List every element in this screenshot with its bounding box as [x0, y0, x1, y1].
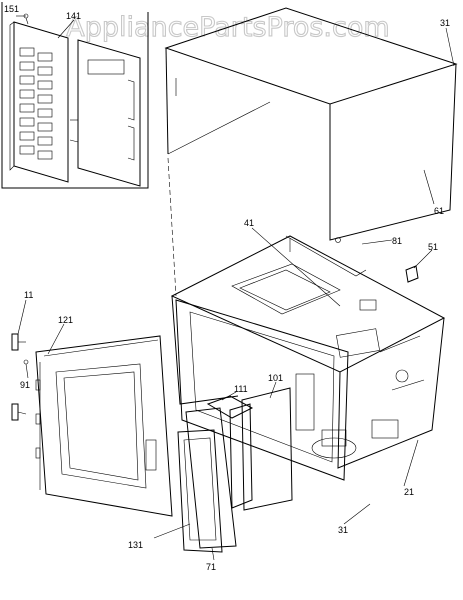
door-assembly [35, 335, 173, 517]
screw-icon [335, 237, 341, 243]
outer-cabinet [164, 7, 458, 241]
label-141: 141 [66, 11, 81, 21]
latch-hook [11, 333, 19, 351]
door-choke-cover [185, 407, 237, 549]
label-61: 61 [434, 206, 444, 216]
label-51: 51 [428, 242, 438, 252]
label-71: 71 [206, 562, 216, 572]
inset-frame [1, 2, 149, 189]
leader-lines [16, 15, 455, 561]
turntable-motor [311, 437, 357, 459]
control-panel-housing [229, 403, 253, 509]
label-81: 81 [392, 236, 402, 246]
keypad-panel [13, 21, 69, 183]
control-panel-inset [1, 2, 149, 189]
microwave-chassis [170, 235, 446, 481]
thermal-cutoff [405, 265, 419, 283]
label-21: 21 [404, 487, 414, 497]
label-11: 11 [24, 290, 33, 300]
waveguide [231, 263, 341, 315]
cabinet-alignment-line [167, 157, 177, 297]
label-101: 101 [268, 373, 283, 383]
label-41: 41 [244, 218, 254, 228]
label-31-top: 31 [440, 18, 450, 28]
control-board [77, 39, 141, 187]
fan-icon [395, 369, 409, 383]
label-151: 151 [4, 4, 19, 14]
door-window [55, 363, 147, 489]
door-handle [145, 439, 157, 471]
magnetron [336, 328, 380, 358]
label-111: 111 [234, 384, 248, 394]
transformer [371, 419, 399, 439]
label-131: 131 [128, 540, 143, 550]
label-31-bottom: 31 [338, 525, 348, 535]
latch-hook [11, 403, 19, 421]
label-121: 121 [58, 315, 73, 325]
screw-icon [23, 359, 29, 365]
control-board-cover [241, 387, 293, 511]
label-91: 91 [20, 380, 30, 390]
outer-door-panel [177, 429, 223, 553]
door-interlock-switches [295, 373, 315, 431]
display-module [87, 59, 125, 75]
door-hinges [35, 379, 41, 459]
keypad-buttons [19, 47, 53, 160]
control-panel-frame [206, 395, 254, 419]
